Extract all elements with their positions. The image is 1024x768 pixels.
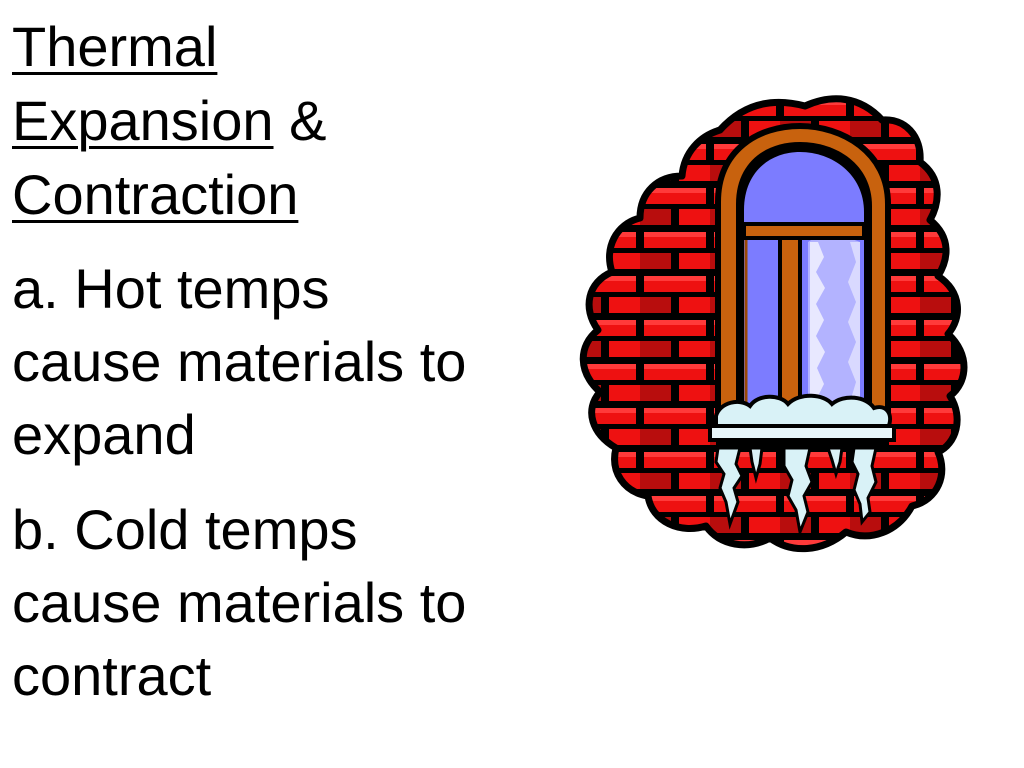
bullet-hot-temps: a. Hot temps cause materials to expand bbox=[12, 252, 552, 471]
bullet-a-line1: a. Hot temps bbox=[12, 257, 330, 320]
slide-title: Thermal Expansion & Contraction bbox=[12, 10, 552, 232]
bullet-b-line1: b. Cold temps bbox=[12, 498, 358, 561]
bullet-a-line3: expand bbox=[12, 403, 196, 466]
bullet-b-line2: cause materials to bbox=[12, 571, 467, 634]
bullet-cold-temps: b. Cold temps cause materials to contrac… bbox=[12, 493, 552, 712]
bullet-a-line2: cause materials to bbox=[12, 330, 467, 393]
title-expansion: Expansion bbox=[12, 89, 274, 152]
title-contraction: Contraction bbox=[12, 163, 299, 226]
bullet-b-line3: contract bbox=[12, 644, 212, 707]
title-ampersand: & bbox=[273, 89, 327, 152]
brick-wall-window-icicles-icon bbox=[579, 95, 968, 553]
title-thermal: Thermal bbox=[12, 15, 218, 78]
